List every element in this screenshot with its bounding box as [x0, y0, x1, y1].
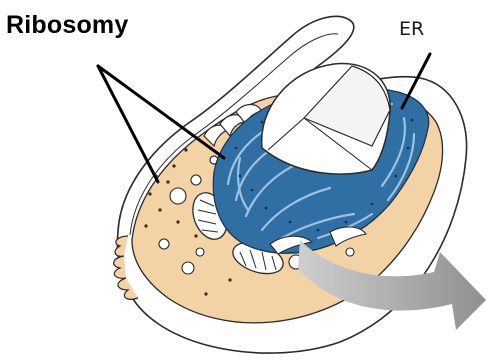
label-ribosomes: Ribosomy	[6, 13, 128, 38]
label-er: ER	[399, 20, 424, 39]
